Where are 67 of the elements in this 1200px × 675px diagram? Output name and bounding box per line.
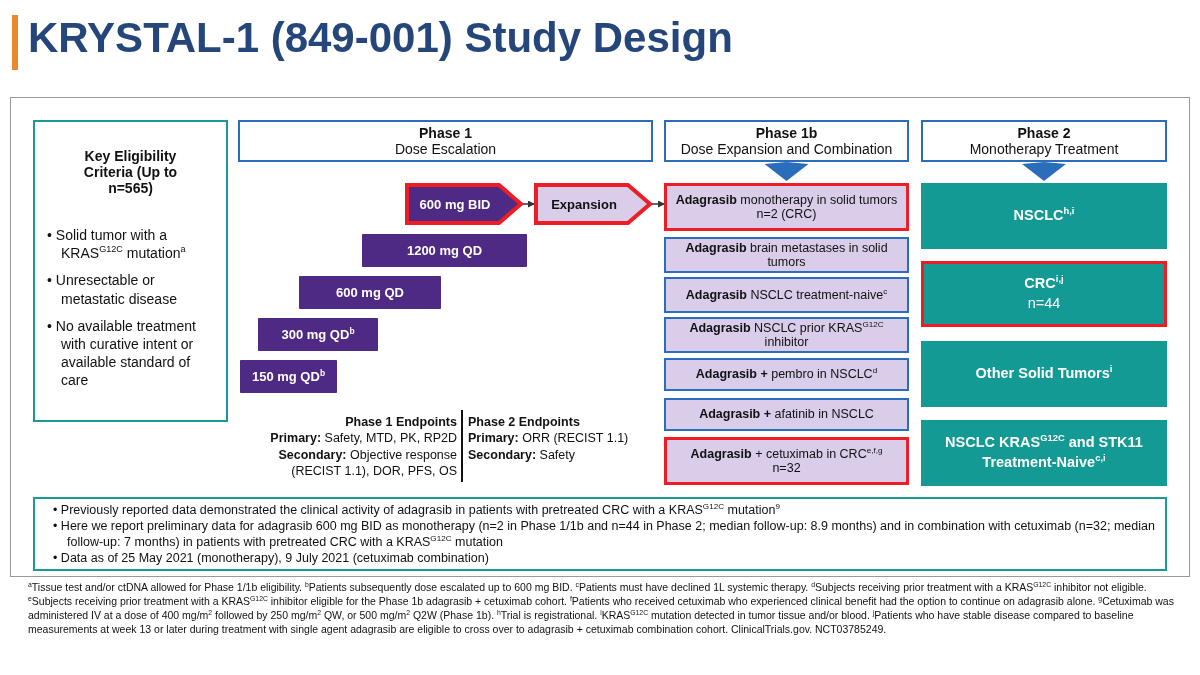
bullet-text: • Unresectable or metastatic disease [47,271,178,308]
dose-label: 150 mg QD$^{b}$ [251,369,326,384]
cohort-box [664,437,909,485]
endpoints-heading: Phase 2 Endpoints [468,414,581,431]
cohort-label: Adagrasib NSCLC treatment-naive$^{c}$ [684,287,889,303]
cohort-box [921,420,1167,486]
cohort-label: n=2 (CRC) [755,207,818,222]
dose-label: 300 mg QD$^{b}$ [281,327,355,342]
dose-bar [299,276,441,309]
endpoint-text: Primary: ORR (RECIST 1.1) [468,430,630,447]
cohort-label: Other Solid Tumors$^{i}$ [974,364,1114,384]
cohort-label: Adagrasib + pembro in NSCLC$^{d}$ [694,367,879,382]
cohort-label: n=32 [771,461,802,476]
notes-panel [33,497,1167,571]
dose-bar [240,360,337,393]
cohort-box [664,398,909,431]
dose-label: 600 mg BID [419,196,491,212]
panel-heading: Key Eligibility Criteria (Up to n=565) [82,148,179,196]
slide-title: KRYSTAL-1 (849-001) Study Design [28,14,733,62]
cohort-box [664,183,909,231]
cohort-box [664,317,909,353]
dose-pentagon [405,183,523,225]
endpoint-text: Secondary: Safety [468,446,576,463]
phase-title: Phase 2 [1017,125,1071,141]
arrow [522,200,535,208]
phase-header [921,120,1167,162]
arrow-label: Expansion [551,196,617,212]
cohort-label: NSCLC KRAS$^{G12C}$ and STK11 Treatment-Naive$^{c,i}$ [944,433,1144,472]
dose-bar [362,234,527,267]
bullet-text: • Solid tumor with a KRAS$^{G12C}$ mutation$^{a}$ [47,226,187,263]
cohort-box [921,183,1167,249]
triangle-arrow [1022,162,1066,181]
phase-subtitle: Dose Escalation [394,141,497,157]
cohort-box [664,277,909,313]
arrow [651,200,665,208]
phase-header [238,120,653,162]
dose-bar [258,318,378,351]
bullet-text: • Previously reported data demonstrated the clinical activity of adagrasib in patients with pretreated CRC with a KRAS$^{G12C}$ mutation$^{9}$ [53,501,781,518]
phase-title: Phase 1 [419,125,472,141]
phase-title: Phase 1b [755,125,818,141]
cohort-label: Adagrasib brain metastases in solid tumors [684,240,889,270]
cohort-label: Adagrasib NSCLC prior KRAS$^{G12C}$ inhibitor [688,320,885,350]
phase-subtitle: Monotherapy Treatment [969,141,1119,157]
phase-header [664,120,909,162]
bullet-text: • No available treatment with curative intent or available standard of care [47,316,197,390]
cohort-label: NSCLC$^{h,i}$ [1012,206,1076,226]
cohort-label: Adagrasib + cetuximab in CRC$^{e,f,g}$ [689,446,884,461]
phase-subtitle: Dose Expansion and Combination [680,141,893,157]
criteria-panel [33,120,228,422]
cohort-box [921,341,1167,407]
cohort-label: CRC$^{i,j}$ [1023,274,1065,294]
endpoint-text: Secondary: Objective response (RECIST 1.1), DOR, PFS, OS [277,446,457,479]
cohort-box [921,261,1167,327]
cohort-box [664,237,909,273]
dose-label: 600 mg QD [336,285,404,300]
cohort-label: Adagrasib monotherapy in solid tumors [674,192,899,207]
expansion-pentagon [534,183,652,225]
bullet-text: • Data as of 25 May 2021 (monotherapy), 9 July 2021 (cetuximab combination) [53,550,490,567]
cohort-label: Adagrasib + afatinib in NSCLC [698,407,875,422]
triangle-arrow [764,162,809,181]
endpoint-text: Primary: Safety, MTD, PK, RP2D [269,430,457,447]
endpoints-heading: Phase 1 Endpoints [344,414,457,431]
cohort-box [664,358,909,391]
bullet-text: • Here we report preliminary data for adagrasib 600 mg BID as monotherapy (n=2 in Phase 1/1b and n=44 in Phase 2; median follow-up: 8.9 months) and in combination with cetuximab (n=32; median follow-up: 7 months) in patients with pretreated CRC with a KRAS$^{G12C}$ mutation [53,517,1156,551]
footnote-text: $^{a}$Tissue test and/or ctDNA allowed for Phase 1/1b eligibility. $^{b}$Patients subsequently dose escalated up to 600 mg BID. $^{c}$Patients must have declined 1L systemic therapy. $^{d}$Subjects receiving prior treatment with a KRAS$^{G12C}$ inhibitor not eligible. $^{e}$Subjects receiving prior treatment with a KRAS$^{G12C}$ inhibitor eligible for the Phase 1b adagrasib + cetuximab cohort. $^{f}$Patients who received cetuximab who experienced clinical benefit had the option to continue on adagrasib alone. $^{g}$Cetuximab was administered IV at a dose of 400 mg/m$^{2}$ followed by 250 mg/m$^{2}$ QW, or 500 mg/m$^{2}$ Q2W (Phase 1b). $^{h}$Trial is registrational. $^{i}$KRAS$^{G12C}$ mutation detected in tumor tissue and/or blood. $^{j}$Patients who have stable disease compared to baseline measurements at week 13 or later during treatment with single agent adagrasib are eligible to cross over to adagrasib + cetuximab combination cohort. ClinicalTrials.gov. NCT03785249. [28,581,1175,637]
dose-label: 1200 mg QD [406,243,483,258]
cohort-label: n=44 [1026,294,1062,313]
